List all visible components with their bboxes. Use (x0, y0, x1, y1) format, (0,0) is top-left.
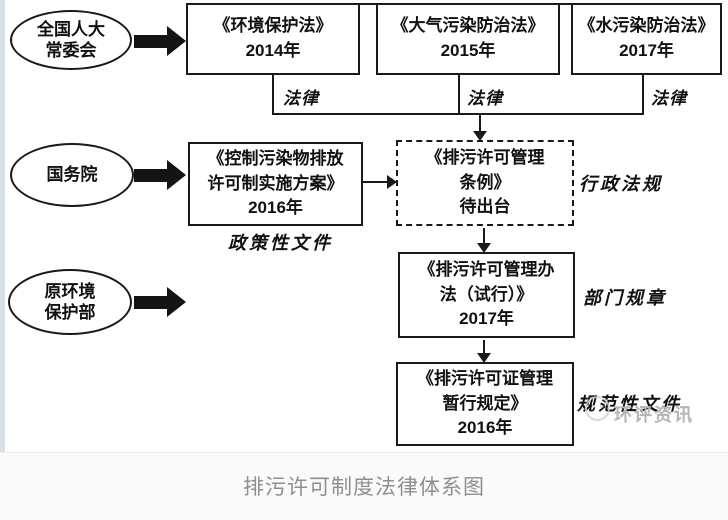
arrow-head (167, 160, 186, 190)
category-tag-law-3: 法律 (651, 89, 687, 108)
arrowhead-right-icon (387, 175, 397, 189)
node-title: 法（试行）》 (439, 284, 534, 304)
node-permit-provisional-provisions: 《排污许可证管理 暂行规定》 2016年 (396, 362, 574, 446)
connector-law1-drop (272, 75, 274, 113)
category-tag-departmental-rule: 部门规章 (583, 288, 667, 308)
node-title: 《排污许可管理 (425, 148, 545, 168)
node-water-pollution-law: 《水污染防治法》 2017年 (571, 3, 722, 75)
block-arrow-icon (134, 26, 186, 56)
arrowhead-down-icon (477, 243, 491, 253)
arrow-shaft (134, 169, 167, 182)
node-year: 2014年 (245, 41, 301, 60)
connector-law2-drop (458, 75, 460, 113)
category-tag-policy-document: 政策性文件 (228, 233, 333, 253)
node-title: 《环境保护法》 (213, 16, 333, 36)
node-title: 《排污许可管理办 (418, 260, 555, 280)
watermark-text: 环评资讯 (614, 405, 694, 425)
arrow-shaft (134, 35, 167, 48)
arrow-head (167, 26, 186, 56)
node-permit-regulation-pending: 《排污许可管理 条例》 待出台 (396, 140, 574, 226)
page-edge-strip (0, 0, 5, 452)
node-title: 暂行规定》 (442, 393, 528, 413)
node-label: 全国人大 (37, 19, 105, 39)
node-state-council: 国务院 (10, 143, 134, 207)
arrow-shaft (134, 296, 167, 309)
node-title: 《排污许可证管理 (417, 369, 553, 389)
node-title: 《控制污染物排放 (207, 149, 344, 169)
figure-caption: 排污许可制度法律体系图 (243, 476, 485, 499)
block-arrow-icon (134, 287, 186, 317)
node-permit-management-measures: 《排污许可管理办 法（试行）》 2017年 (398, 252, 575, 338)
connector-plan-to-regulation (363, 181, 389, 183)
connector-bus-to-regulation (479, 115, 481, 133)
node-former-environment-ministry: 原环境 保护部 (8, 269, 132, 335)
arrowhead-down-icon (477, 353, 491, 363)
category-tag-law-2: 法律 (467, 89, 503, 108)
node-year: 2015年 (440, 41, 496, 60)
node-year: 2017年 (619, 41, 674, 60)
arrowhead-down-icon (473, 131, 487, 141)
node-title: 《大气污染防治法》 (391, 16, 545, 36)
node-title: 许可制实施方案》 (207, 173, 344, 193)
node-npc-standing-committee: 全国人大 常委会 (10, 10, 132, 70)
connector-measures-to-provisional (483, 340, 485, 355)
node-air-pollution-law: 《大气污染防治法》 2015年 (376, 3, 560, 75)
node-label: 常委会 (45, 41, 97, 60)
watermark-logo-icon (585, 396, 610, 421)
node-label: 国务院 (46, 165, 98, 185)
node-label: 保护部 (44, 303, 96, 322)
node-label: 原环境 (44, 281, 96, 301)
node-year: 2016年 (457, 418, 513, 438)
connector-regulation-to-measures (483, 228, 485, 245)
node-permit-implementation-plan: 《控制污染物排放 许可制实施方案》 2016年 (188, 142, 363, 226)
connector-law3-drop (642, 75, 644, 113)
category-tag-law-1: 法律 (283, 89, 319, 108)
category-tag-administrative-regulation: 行政法规 (579, 174, 663, 194)
caption-area: 排污许可制度法律体系图 (0, 452, 728, 520)
node-environment-protection-law: 《环境保护法》 2014年 (186, 3, 360, 75)
arrow-head (167, 287, 186, 317)
node-year: 2017年 (459, 309, 514, 329)
connector-law-bus (272, 113, 644, 115)
node-title: 《水污染防治法》 (578, 16, 715, 36)
node-title: 条例》 (459, 172, 511, 192)
node-status: 待出台 (459, 197, 511, 217)
block-arrow-icon (134, 160, 186, 190)
node-year: 2016年 (248, 198, 303, 218)
